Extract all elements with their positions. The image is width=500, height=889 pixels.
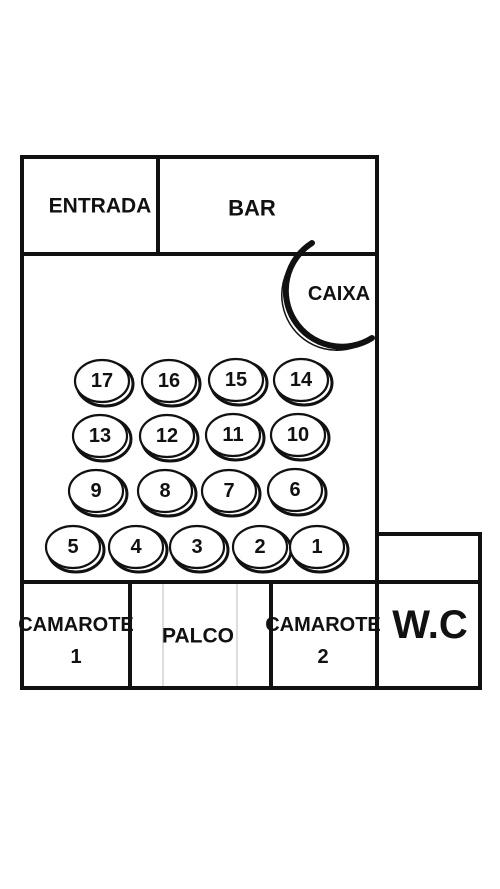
table-5[interactable]: 5 <box>44 524 106 574</box>
table-shape <box>204 412 262 458</box>
table-number: 11 <box>222 424 243 446</box>
table-shape <box>71 413 129 459</box>
table-8[interactable]: 8 <box>136 468 198 518</box>
table-15[interactable]: 15 <box>207 357 269 407</box>
table-number: 14 <box>290 369 313 391</box>
walls <box>20 155 482 690</box>
table-9[interactable]: 9 <box>67 468 129 518</box>
table-1[interactable]: 1 <box>288 524 350 574</box>
table-number: 7 <box>223 480 234 502</box>
table-number: 3 <box>191 536 202 558</box>
table-2[interactable]: 2 <box>231 524 293 574</box>
table-number: 15 <box>225 369 247 391</box>
table-12[interactable]: 12 <box>138 413 200 463</box>
table-shape <box>168 524 226 570</box>
bar-label: BAR <box>228 196 276 221</box>
box-2-label-line1: CAMAROTE <box>265 614 381 636</box>
table-number: 1 <box>311 536 322 558</box>
table-number: 16 <box>158 370 180 392</box>
cashier-label: CAIXA <box>308 283 370 305</box>
table-shape <box>107 524 165 570</box>
table-14[interactable]: 14 <box>272 357 334 407</box>
restroom-label: W.C <box>392 603 468 647</box>
box-2-label-line2: 2 <box>317 646 328 668</box>
table-shape <box>231 524 289 570</box>
table-shape <box>138 413 196 459</box>
table-11[interactable]: 11 <box>204 412 266 462</box>
table-shape <box>200 468 258 514</box>
table-7[interactable]: 7 <box>200 468 262 518</box>
cashier-counter <box>281 240 375 351</box>
table-shape <box>44 524 102 570</box>
table-6[interactable]: 6 <box>266 467 328 517</box>
table-number: 10 <box>287 424 309 446</box>
table-17[interactable]: 17 <box>73 358 135 408</box>
box-1-label-line1: CAMAROTE <box>18 614 134 636</box>
table-number: 9 <box>90 480 101 502</box>
entrance-label: ENTRADA <box>49 195 152 218</box>
table-number: 6 <box>289 479 300 501</box>
table-number: 5 <box>67 536 78 558</box>
table-shape <box>266 467 324 513</box>
table-4[interactable]: 4 <box>107 524 169 574</box>
table-number: 2 <box>254 536 265 558</box>
table-number: 13 <box>89 425 111 447</box>
table-16[interactable]: 16 <box>140 358 202 408</box>
table-3[interactable]: 3 <box>168 524 230 574</box>
tables-group: 17 16 15 14 13 12 11 10 9 8 7 6 5 4 3 2 1 <box>44 357 350 574</box>
table-10[interactable]: 10 <box>269 412 331 462</box>
table-number: 12 <box>156 425 178 447</box>
table-shape <box>272 357 330 403</box>
stage-label: PALCO <box>162 625 234 648</box>
table-shape <box>288 524 346 570</box>
table-number: 17 <box>91 370 113 392</box>
table-13[interactable]: 13 <box>71 413 133 463</box>
table-shape <box>73 358 131 404</box>
table-shape <box>269 412 327 458</box>
table-shape <box>207 357 265 403</box>
table-shape <box>136 468 194 514</box>
table-number: 4 <box>130 536 142 558</box>
table-shape <box>140 358 198 404</box>
table-shape <box>67 468 125 514</box>
box-1-label-line2: 1 <box>70 646 81 668</box>
table-number: 8 <box>159 480 170 502</box>
